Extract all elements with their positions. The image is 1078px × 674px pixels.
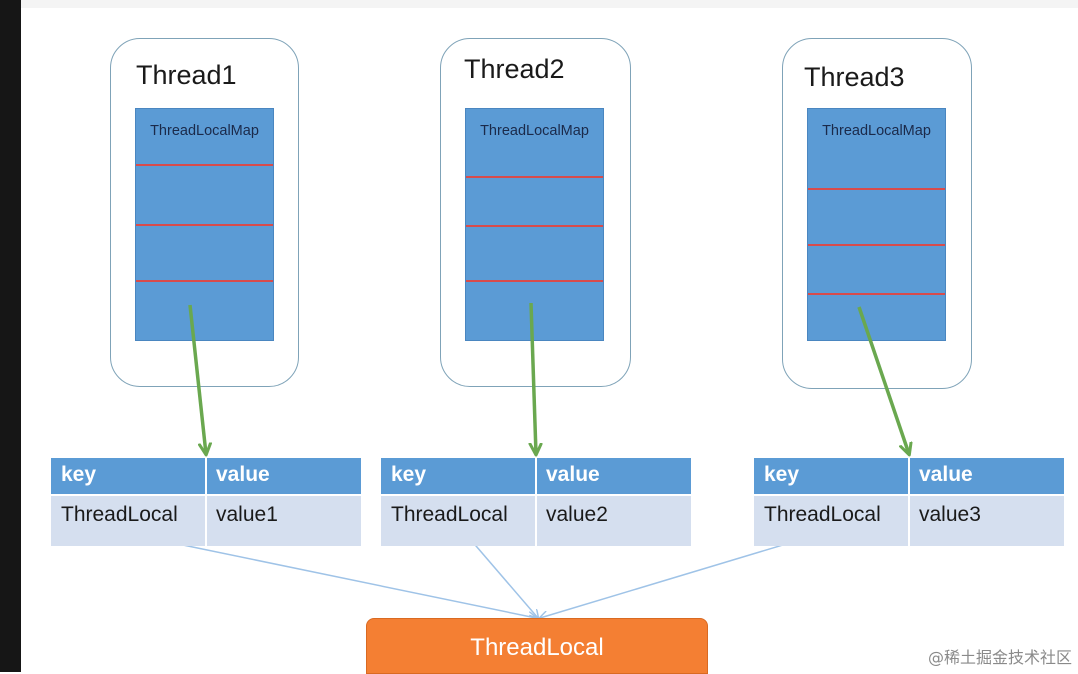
- value-cell: value3: [919, 503, 981, 526]
- map-slot-divider: [136, 224, 273, 226]
- value-header: value: [546, 463, 600, 486]
- key-header: key: [391, 463, 427, 486]
- thread-1-threadlocalmap: ThreadLocalMap: [135, 108, 274, 341]
- entry-table-1: key value ThreadLocal value1: [51, 458, 361, 546]
- column-divider: [535, 458, 537, 546]
- entry-table-2: key value ThreadLocal value2: [381, 458, 691, 546]
- map-slot-divider: [136, 280, 273, 282]
- threadlocal-box: ThreadLocal: [366, 618, 708, 674]
- watermark: @稀土掘金技术社区: [927, 648, 1072, 667]
- map-slot-divider: [466, 176, 603, 178]
- thread-3-title: Thread3: [804, 62, 905, 92]
- map-slot-divider: [136, 164, 273, 166]
- key-header: key: [61, 463, 97, 486]
- key-cell: ThreadLocal: [391, 503, 508, 526]
- slide-top-strip: [21, 0, 1078, 8]
- thread-3-map-label: ThreadLocalMap: [822, 123, 931, 139]
- column-divider: [908, 458, 910, 546]
- thread-2-title: Thread2: [464, 54, 565, 84]
- map-slot-divider: [466, 225, 603, 227]
- entry-table-3: key value ThreadLocal value3: [754, 458, 1064, 546]
- value-header: value: [919, 463, 973, 486]
- map-slot-divider: [808, 244, 945, 246]
- map-slot-divider: [808, 293, 945, 295]
- thread-1-map-label: ThreadLocalMap: [150, 123, 259, 139]
- value-cell: value2: [546, 503, 608, 526]
- value-header: value: [216, 463, 270, 486]
- map-slot-divider: [808, 188, 945, 190]
- column-divider: [205, 458, 207, 546]
- threadlocal-label: ThreadLocal: [470, 634, 604, 661]
- map-slot-divider: [466, 280, 603, 282]
- thread-2-threadlocalmap: ThreadLocalMap: [465, 108, 604, 341]
- thread-3-threadlocalmap: ThreadLocalMap: [807, 108, 946, 341]
- key-cell: ThreadLocal: [61, 503, 178, 526]
- thread-2-map-label: ThreadLocalMap: [480, 123, 589, 139]
- value-cell: value1: [216, 503, 278, 526]
- thread-1-title: Thread1: [136, 60, 237, 90]
- key-cell: ThreadLocal: [764, 503, 881, 526]
- key-header: key: [764, 463, 800, 486]
- left-edge-bar: [0, 0, 21, 672]
